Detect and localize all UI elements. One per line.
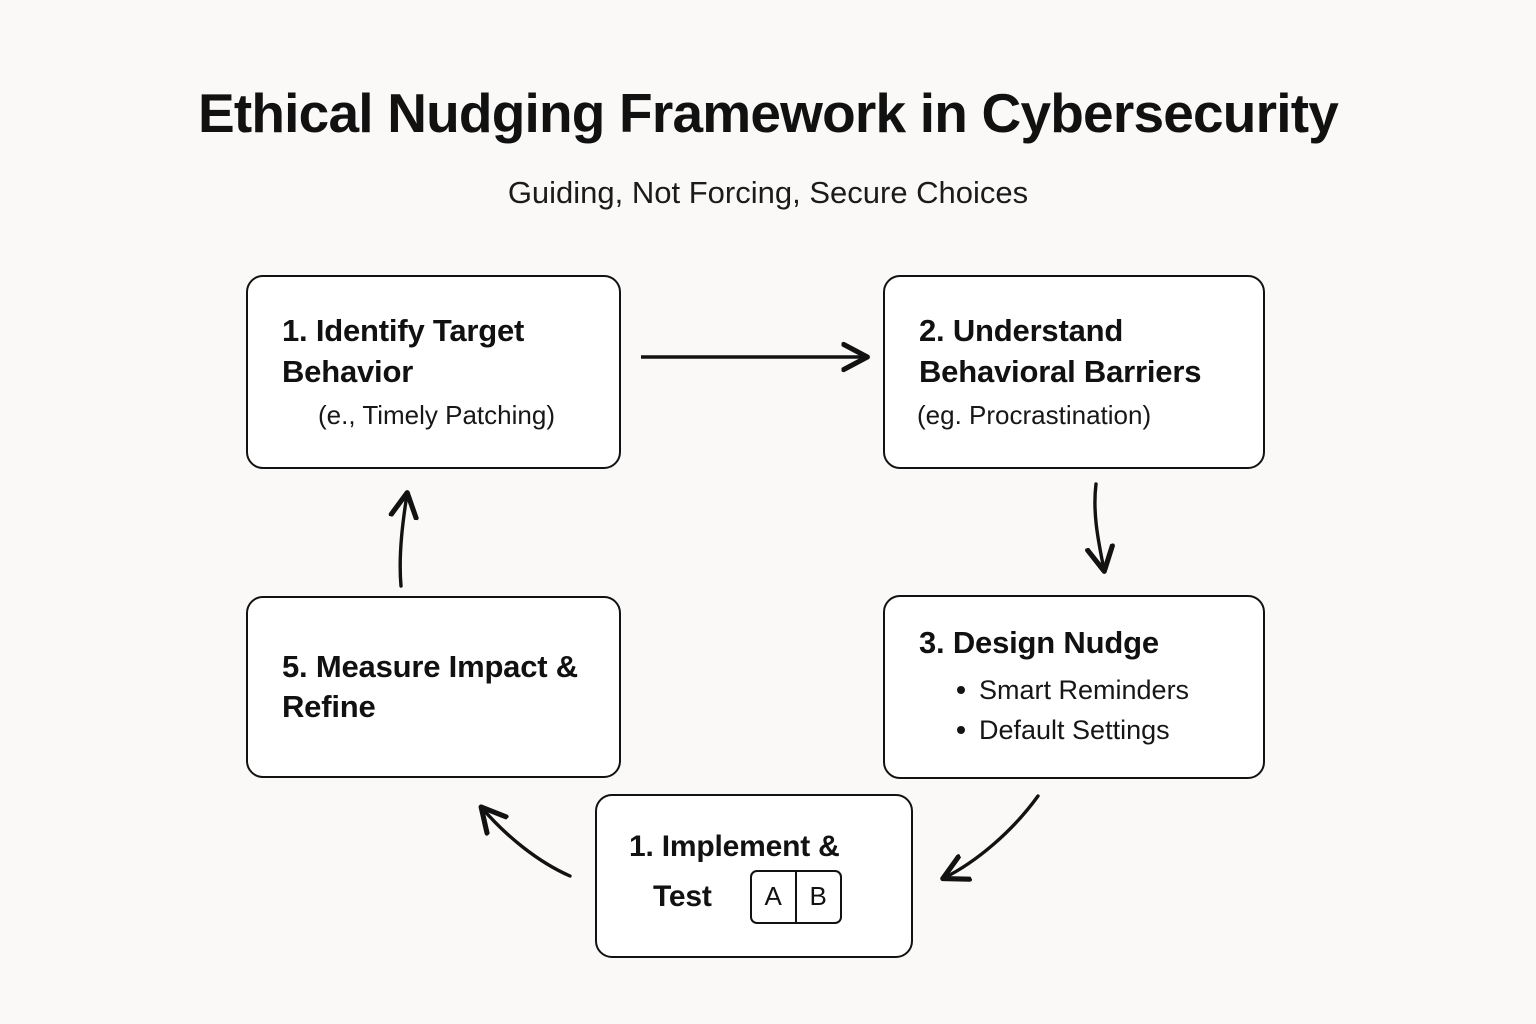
- ab-test-icon-label-a: A: [764, 881, 782, 912]
- node-design-nudge[interactable]: 3. Design Nudge Smart Reminders Default …: [883, 595, 1265, 779]
- node-implement-heading-line2: Test: [653, 879, 712, 913]
- node-measure-impact-and-refine[interactable]: 5. Measure Impact & Refine: [246, 596, 621, 778]
- node-understand-behavioral-barriers[interactable]: 2. Understand Behavioral Barriers (eg. P…: [883, 275, 1265, 469]
- node-measure-heading: 5. Measure Impact & Refine: [282, 648, 578, 724]
- ab-test-icon-label-b: B: [794, 871, 840, 922]
- arrow-design-to-implement: [944, 794, 1040, 878]
- node-barriers-subtext: (eg. Procrastination): [917, 399, 1152, 430]
- node-implement-heading-line1: 1. Implement &: [629, 830, 840, 864]
- node-identify-target-behavior[interactable]: 1. Identify Target Behavior (e., Timely …: [246, 275, 621, 469]
- ab-test-icon: A B: [749, 869, 842, 924]
- node-identify-heading: 1. Identify Target Behavior: [282, 313, 525, 389]
- list-item: Smart Reminders: [957, 670, 1189, 711]
- arrow-implement-to-measure: [482, 808, 572, 878]
- node-design-heading: 3. Design Nudge: [919, 625, 1159, 661]
- arrow-barriers-to-design: [1095, 482, 1104, 570]
- node-barriers-heading: 2. Understand Behavioral Barriers: [919, 313, 1202, 389]
- page-subtitle: Guiding, Not Forcing, Secure Choices: [507, 175, 1029, 210]
- node-identify-subtext: (e., Timely Patching): [318, 399, 555, 430]
- node-implement-and-test[interactable]: 1. Implement & Test A B: [595, 794, 913, 958]
- page-title: Ethical Nudging Framework in Cybersecuri…: [197, 82, 1339, 144]
- arrow-measure-to-identify: [400, 494, 407, 588]
- node-design-bullet-list: Smart Reminders Default Settings: [919, 670, 1189, 751]
- node-implement-second-row: Test A B: [629, 869, 842, 924]
- list-item: Default Settings: [957, 710, 1189, 751]
